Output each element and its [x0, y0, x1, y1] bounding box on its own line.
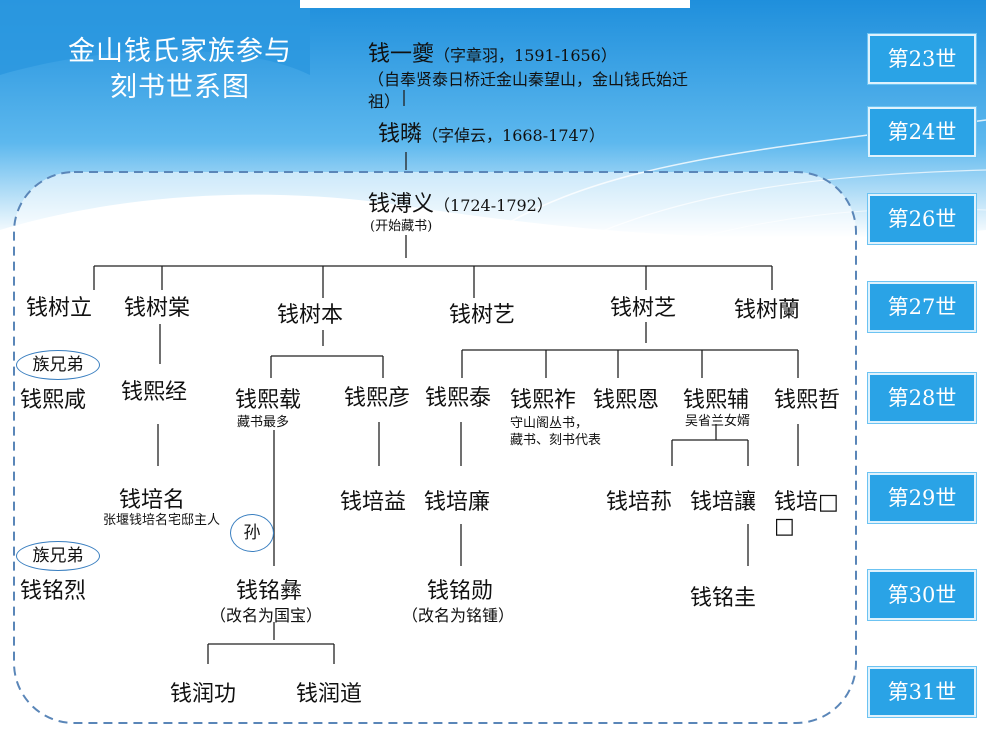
person-qian-shuben: 钱树本	[277, 303, 344, 328]
person-name: 钱暽	[378, 122, 423, 147]
person-note: 张堰钱培名宅邸主人	[103, 513, 221, 528]
generation-label-29: 第29世	[868, 473, 976, 523]
person-qian-peiming: 钱培名	[119, 488, 186, 513]
generation-label-27: 第27世	[868, 282, 976, 332]
generation-label-30: 第30世	[868, 570, 976, 620]
person-info: （1724-1792）	[434, 196, 553, 215]
person-qian-xijing: 钱熙经	[121, 380, 188, 405]
generation-label-31: 第31世	[868, 667, 976, 717]
person-qian-shulan: 钱树蘭	[734, 298, 801, 323]
person-qian-peisun: 钱培荪	[606, 490, 673, 515]
person-qian-lin: 钱暽（字倬云，1668-1747）	[378, 116, 605, 148]
person-qian-shutang: 钱树棠	[124, 296, 191, 321]
grandson-badge: 孙	[230, 514, 274, 552]
generation-label-26: 第26世	[868, 194, 976, 244]
person-note: （改名为铭锺）	[402, 606, 515, 625]
person-note-line-1: （自奉贤泰日桥迁金山秦望山，金山钱氏始迁	[368, 70, 689, 89]
person-qian-pei-unknown: 钱培□	[774, 490, 839, 515]
person-info: （字章羽，1591-1656）	[434, 46, 617, 65]
diagram-title: 金山钱氏家族参与 刻书世系图	[40, 34, 320, 106]
title-line-1: 金山钱氏家族参与	[68, 36, 292, 67]
person-qian-shuyi: 钱树艺	[449, 303, 516, 328]
clan-brother-badge: 族兄弟	[16, 350, 100, 380]
person-qian-xiyan: 钱熙彦	[344, 386, 411, 411]
person-note: 吴省兰女婿	[685, 414, 751, 429]
title-line-2: 刻书世系图	[110, 72, 250, 103]
person-qian-minglie: 钱铭烈	[20, 579, 87, 604]
person-qian-minggui: 钱铭圭	[690, 586, 757, 611]
person-qian-shuli: 钱树立	[26, 296, 93, 321]
person-qian-xixian: 钱熙咸	[20, 388, 87, 413]
generation-label-28: 第28世	[868, 373, 976, 423]
person-qian-xizuo: 钱熙祚	[510, 388, 577, 413]
person-qian-xizai: 钱熙载	[235, 388, 302, 413]
person-qian-rungong: 钱润功	[170, 682, 237, 707]
person-info: （字倬云，1668-1747）	[422, 126, 605, 145]
person-note: 藏书最多	[237, 415, 290, 430]
person-qian-xizhe: 钱熙哲	[774, 388, 841, 413]
person-qian-peilian: 钱培廉	[424, 490, 491, 515]
person-name: 钱一夔	[368, 42, 435, 67]
person-note: (开始藏书)	[370, 219, 433, 234]
person-name: 钱溥义	[368, 192, 435, 217]
person-note-line-2: 祖）	[368, 92, 401, 111]
person-qian-shuzhi: 钱树芝	[610, 296, 677, 321]
person-qian-xifu: 钱熙辅	[683, 388, 750, 413]
generation-label-24: 第24世	[868, 107, 976, 157]
person-qian-mingxun: 钱铭勋	[427, 579, 494, 604]
person-note-line-1: 守山阁丛书，	[510, 416, 589, 431]
generation-label-23: 第23世	[868, 34, 976, 84]
clan-brother-badge: 族兄弟	[16, 541, 100, 571]
person-qian-xitai: 钱熙泰	[425, 386, 492, 411]
person-qian-xien: 钱熙恩	[593, 388, 660, 413]
person-note-line-2: 藏书、刻书代表	[510, 433, 602, 448]
person-note: （改名为国宝）	[210, 606, 323, 625]
person-name-continuation: □	[774, 514, 795, 539]
person-qian-peiyi: 钱培益	[340, 490, 407, 515]
person-qian-yikui: 钱一夔（字章羽，1591-1656）	[368, 36, 617, 68]
person-qian-rundao: 钱润道	[296, 682, 363, 707]
person-qian-mingyi: 钱铭彝	[236, 579, 303, 604]
person-qian-peirang: 钱培讓	[690, 490, 757, 515]
person-qian-puyi: 钱溥义（1724-1792）	[368, 186, 553, 218]
